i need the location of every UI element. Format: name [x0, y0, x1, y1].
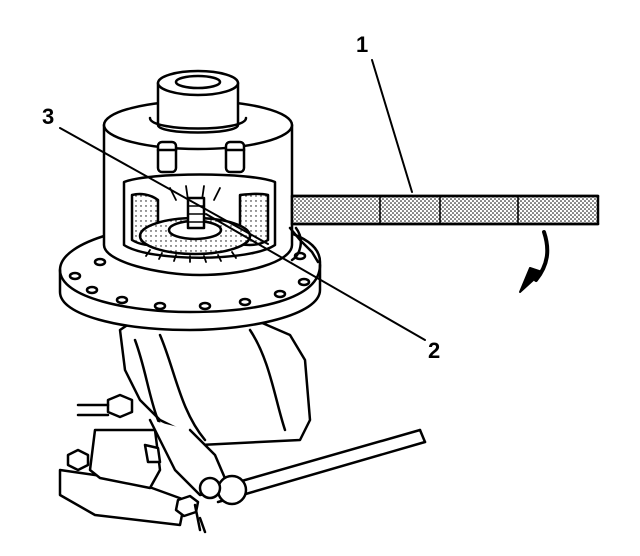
tool-bar: [290, 196, 598, 262]
bench-vise: [60, 320, 425, 532]
differential-case: [104, 71, 292, 275]
callout-3: 3: [42, 104, 54, 129]
leader-line-3: [60, 128, 268, 244]
rotation-arrow: [520, 232, 547, 292]
leader-line-1: [372, 60, 412, 192]
callout-2: 2: [428, 338, 440, 363]
leader-line-2: [206, 214, 425, 340]
callout-1: 1: [356, 32, 368, 57]
